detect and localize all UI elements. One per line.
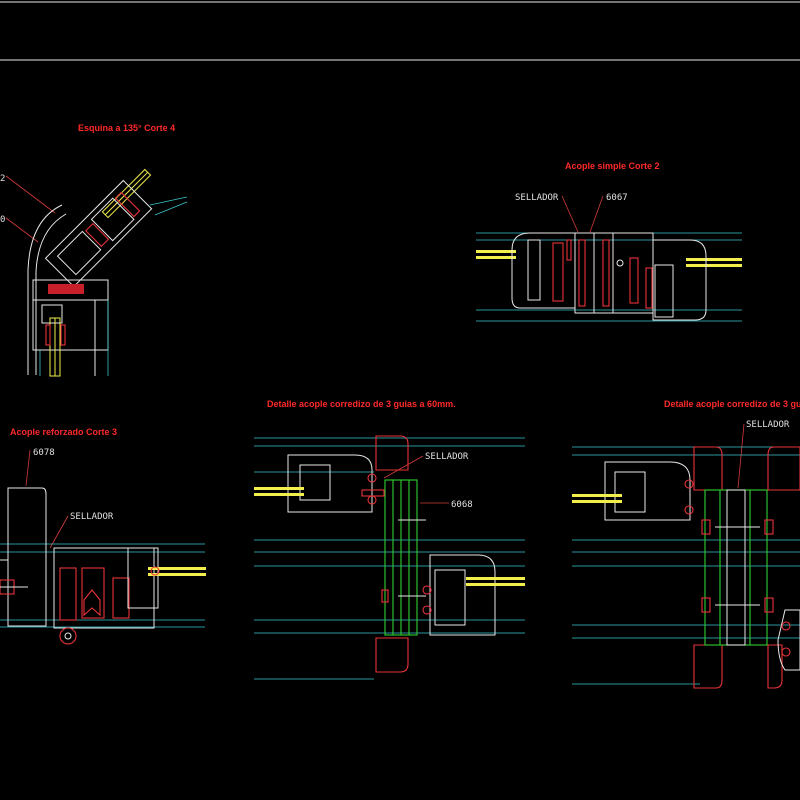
detail-esquina-135: Esquina a 135° Corte 4 2 0 [0,123,188,377]
label-sellador-3: SELLADOR [425,452,469,462]
detail-acople-reforzado: Acople reforzado Corte 3 6078 SELLADOR [0,427,206,645]
label-sellador-2: SELLADOR [70,512,114,522]
detail-acople-corredizo-b: Detalle acople corredizo de 3 gui SELLAD… [572,399,800,689]
callout-0: 0 [0,215,5,225]
detail-acople-corredizo-60: Detalle acople corredizo de 3 guias a 60… [254,399,525,680]
title-acople-simple: Acople simple Corte 2 [565,161,660,171]
title-acople-corredizo-b: Detalle acople corredizo de 3 gui [664,399,800,409]
title-block-border [0,1,800,61]
label-sellador-4: SELLADOR [746,420,790,430]
title-acople-corredizo-60: Detalle acople corredizo de 3 guias a 60… [267,399,456,409]
label-6068: 6068 [451,500,473,510]
callout-2: 2 [0,174,5,184]
detail-acople-simple: Acople simple Corte 2 SELLADOR 6067 [476,161,742,322]
label-sellador-1: SELLADOR [515,193,559,203]
title-acople-reforzado: Acople reforzado Corte 3 [10,427,117,437]
title-esquina-135: Esquina a 135° Corte 4 [78,123,175,133]
label-6078: 6078 [33,448,55,458]
label-6067: 6067 [606,193,628,203]
